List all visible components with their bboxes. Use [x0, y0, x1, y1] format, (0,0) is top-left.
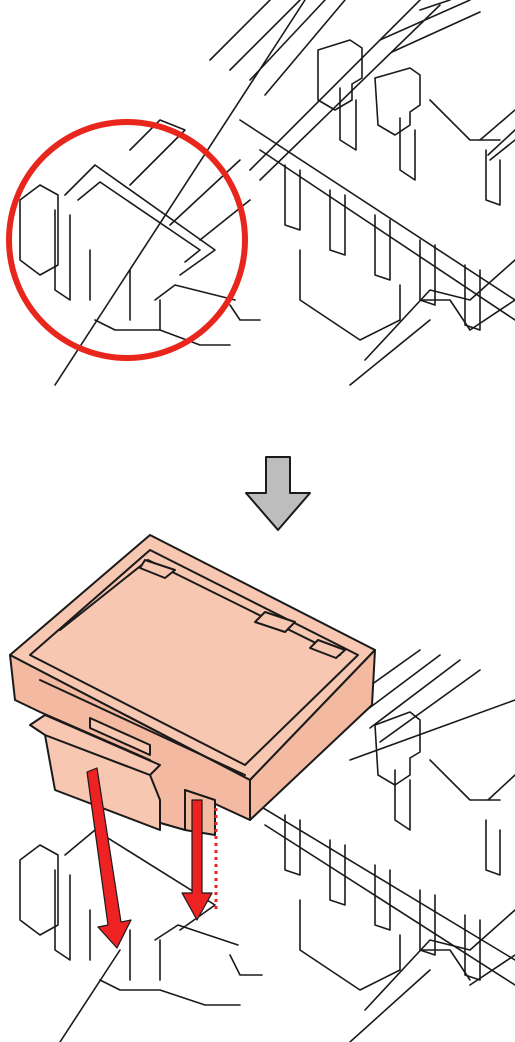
- top-panel-machine: [20, 0, 515, 385]
- down-arrow-icon: [246, 457, 310, 530]
- cap-row-lower: [250, 800, 515, 1042]
- highlight-circle: [9, 122, 245, 358]
- cartridge-slot-lower: [20, 830, 262, 1005]
- cartridge: [10, 535, 375, 835]
- wiper-posts-lower: [375, 712, 515, 875]
